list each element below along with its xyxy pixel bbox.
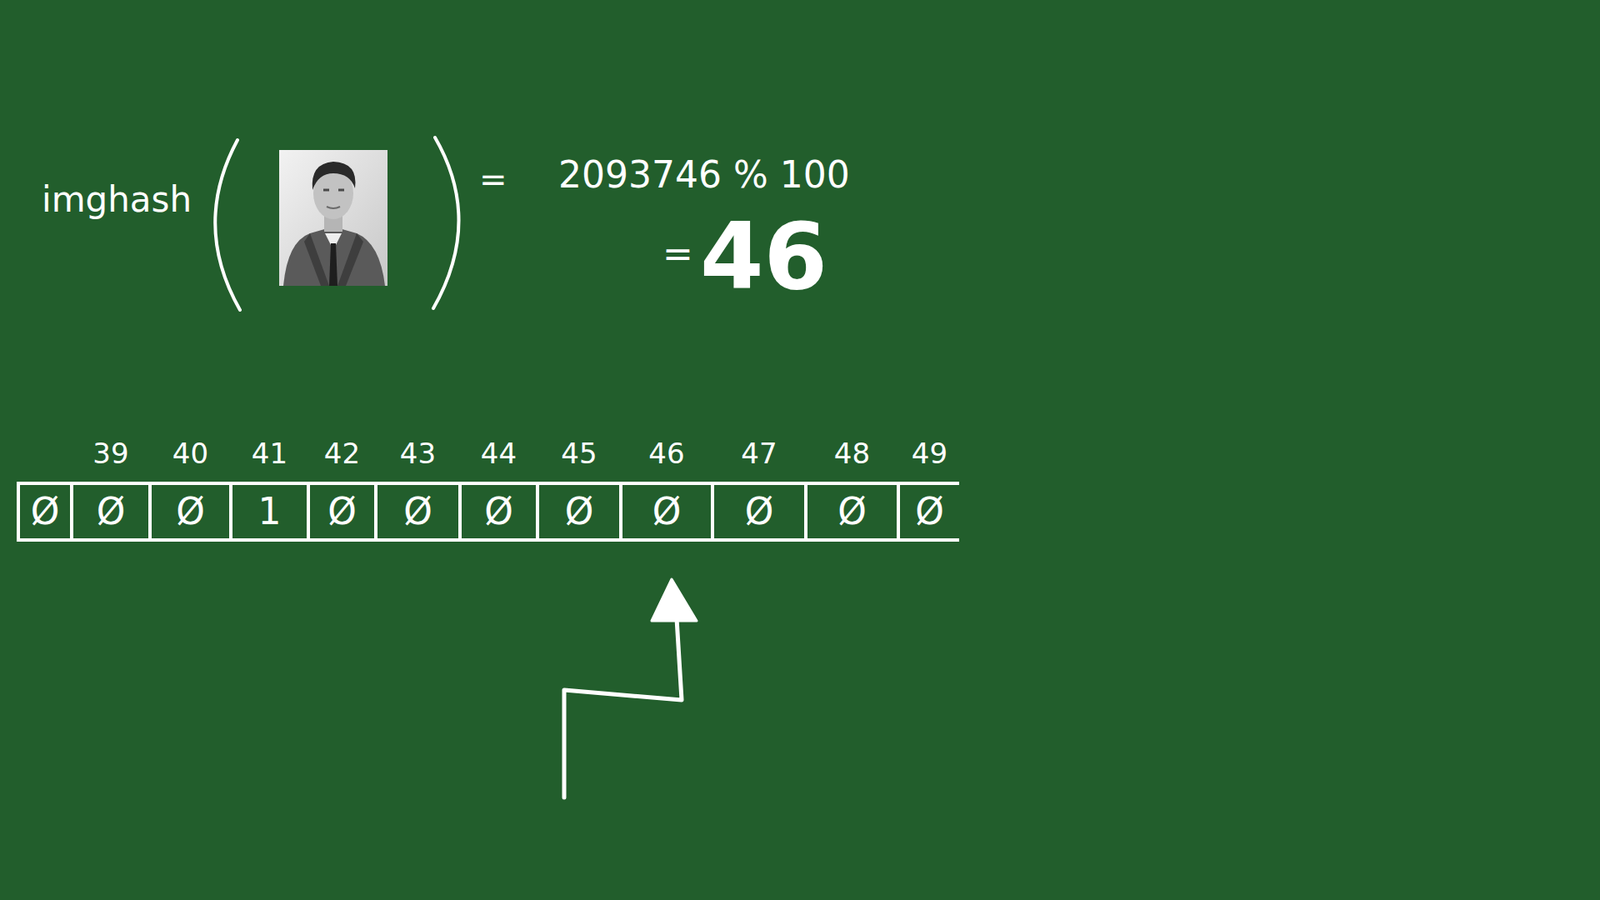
cell-index: 49 (883, 436, 976, 471)
right-paren (433, 137, 460, 309)
array-cell: Ø (16, 481, 74, 542)
cell-value: Ø (175, 493, 205, 530)
cell-index: 48 (790, 436, 914, 471)
array-cell: 43Ø (374, 481, 462, 542)
array-cell: 47Ø (710, 481, 808, 542)
cell-value: Ø (403, 493, 433, 530)
cell-index: 46 (605, 436, 728, 471)
cell-value: Ø (96, 493, 126, 530)
array-cell: 49Ø (896, 481, 960, 542)
hash-expression: 2093746 % 100 (558, 153, 850, 198)
array-cell: 45Ø (535, 481, 623, 542)
cell-index: 43 (360, 436, 475, 471)
left-paren (215, 140, 240, 310)
array-cell: 39Ø (70, 481, 152, 542)
cell-value: Ø (327, 493, 357, 530)
portrait-photo (279, 150, 388, 286)
array-cell: 46Ø (619, 481, 715, 542)
cell-value: Ø (652, 493, 682, 530)
array-cell: 40Ø (148, 481, 233, 542)
array-cell: 44Ø (458, 481, 540, 542)
cell-value: Ø (30, 493, 60, 530)
cell-value: Ø (484, 493, 514, 530)
cell-index: 42 (293, 436, 391, 471)
cell-value: Ø (915, 493, 945, 530)
cell-index: 39 (56, 436, 165, 471)
cell-index: 41 (215, 436, 324, 471)
array-cell: 48Ø (804, 481, 900, 542)
cell-value: 1 (258, 493, 282, 530)
cell-index: 45 (522, 436, 636, 471)
cell-value: Ø (745, 493, 775, 530)
array-cell: 42Ø (306, 481, 378, 542)
hash-result: 46 (700, 201, 828, 312)
cell-value: Ø (837, 493, 867, 530)
array-cell: 411 (229, 481, 310, 542)
equals-sign: = (662, 232, 694, 277)
cell-index: 44 (445, 436, 553, 471)
cell-value: Ø (565, 493, 595, 530)
equals-sign: = (479, 159, 508, 200)
function-name: imghash (41, 179, 192, 221)
cell-index: 47 (697, 436, 821, 471)
cell-index: 40 (135, 436, 246, 471)
pointer-arrow (564, 579, 697, 798)
